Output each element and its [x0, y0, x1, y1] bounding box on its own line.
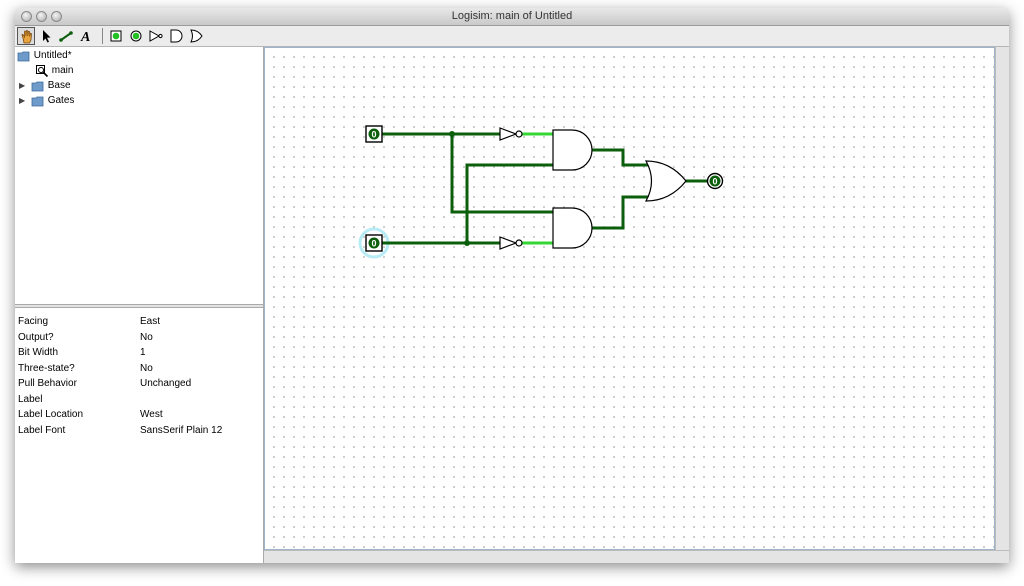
circuit-magnifier-icon: [36, 65, 49, 78]
hand-icon: [21, 30, 32, 44]
wiring-tool-button[interactable]: [57, 27, 75, 45]
toolbar: A: [15, 26, 1009, 47]
or-gate-tool-button[interactable]: [187, 27, 205, 45]
vertical-scrollbar[interactable]: [995, 47, 1009, 550]
left-pane: Untitled* main ▶ Base ▶: [15, 47, 264, 563]
horizontal-scrollbar[interactable]: [264, 550, 1009, 563]
tree-item-label: Base: [47, 80, 71, 91]
attr-value[interactable]: SansSerif Plain 12: [140, 425, 223, 436]
poke-tool-button[interactable]: [17, 27, 35, 45]
attr-name: Output?: [18, 332, 54, 343]
window-title: Logisim: main of Untitled: [451, 10, 573, 22]
attr-value[interactable]: East: [140, 316, 161, 327]
close-window-button[interactable]: [21, 11, 32, 22]
not-gate-2[interactable]: [499, 236, 523, 250]
wire-icon: [59, 31, 73, 42]
attr-row-bit-width[interactable]: Bit Width 1: [15, 345, 263, 360]
wires: [380, 132, 710, 245]
tree-item-main[interactable]: main: [35, 64, 73, 78]
project-explorer: Untitled* main ▶ Base ▶: [15, 47, 263, 304]
tree-item-project[interactable]: Untitled*: [17, 49, 72, 63]
folder-icon: [31, 81, 44, 92]
attribute-table: Facing East Output? No Bit Width 1 Three…: [15, 308, 263, 563]
circuit-canvas[interactable]: 0 0: [264, 47, 995, 550]
title-bar: Logisim: main of Untitled: [15, 8, 1009, 26]
pane-splitter[interactable]: [15, 304, 263, 308]
not-gate-tool-button[interactable]: [147, 27, 165, 45]
attr-name: Label: [18, 394, 43, 405]
minimize-window-button[interactable]: [36, 11, 47, 22]
input-a-value: 0: [371, 130, 376, 140]
attr-name: Bit Width: [18, 347, 59, 358]
attr-row-label[interactable]: Label: [15, 392, 263, 407]
expand-arrow-icon[interactable]: ▶: [19, 96, 26, 105]
wire-and1-to-or: [590, 148, 653, 167]
attr-row-facing[interactable]: Facing East: [15, 314, 263, 329]
output-value: 0: [712, 177, 717, 187]
folder-icon: [17, 51, 30, 62]
wire-a-to-and2: [380, 132, 555, 214]
output-pin-tool-button[interactable]: [127, 27, 145, 45]
svg-text:A: A: [80, 30, 90, 44]
text-icon: A: [80, 30, 90, 44]
attr-value[interactable]: 1: [140, 347, 146, 358]
toolbar-separator: [102, 28, 103, 44]
output-pin-icon: [130, 30, 142, 42]
folder-icon: [31, 96, 44, 107]
tree-item-gates[interactable]: ▶ Gates: [19, 94, 74, 108]
wire-and2-to-or: [590, 195, 653, 230]
and-gate-1[interactable]: [552, 129, 593, 171]
logisim-window: Logisim: main of Untitled A: [15, 8, 1009, 563]
text-tool-button[interactable]: A: [77, 27, 95, 45]
attr-name: Facing: [18, 316, 49, 327]
input-pin-icon: [110, 30, 122, 42]
or-gate-icon: [190, 29, 203, 43]
junction-dot: [449, 131, 455, 137]
attr-value[interactable]: No: [140, 332, 153, 343]
input-pin-b[interactable]: 0: [365, 234, 383, 252]
input-b-value: 0: [371, 239, 376, 249]
circuit-drawing: 0 0: [358, 125, 724, 259]
output-pin[interactable]: 0: [706, 172, 724, 190]
attr-value[interactable]: West: [140, 409, 163, 420]
tree-item-label: Gates: [47, 95, 75, 106]
input-pin-tool-button[interactable]: [107, 27, 125, 45]
attr-name: Pull Behavior: [18, 378, 77, 389]
not-gate-icon: [149, 30, 163, 42]
and-gate-icon: [170, 29, 183, 43]
attr-name: Label Location: [18, 409, 84, 420]
attr-value[interactable]: No: [140, 363, 153, 374]
and-gate-tool-button[interactable]: [167, 27, 185, 45]
tree-item-label: main: [51, 65, 74, 76]
zoom-window-button[interactable]: [51, 11, 62, 22]
attr-value[interactable]: Unchanged: [140, 378, 192, 389]
canvas-area: 0 0: [264, 47, 1009, 563]
or-gate[interactable]: [644, 160, 687, 202]
attr-row-pull-behavior[interactable]: Pull Behavior Unchanged: [15, 376, 263, 391]
attr-row-label-font[interactable]: Label Font SansSerif Plain 12: [15, 423, 263, 438]
tree-item-base[interactable]: ▶ Base: [19, 79, 71, 93]
attr-row-three-state[interactable]: Three-state? No: [15, 361, 263, 376]
attr-row-output[interactable]: Output? No: [15, 330, 263, 345]
expand-arrow-icon[interactable]: ▶: [19, 81, 26, 90]
attr-name: Three-state?: [18, 363, 75, 374]
project-name: Untitled*: [33, 50, 72, 61]
select-tool-button[interactable]: [37, 27, 55, 45]
junction-dot: [464, 240, 470, 246]
not-gate-1[interactable]: [499, 127, 523, 141]
arrow-icon: [43, 30, 51, 43]
attr-name: Label Font: [18, 425, 66, 436]
and-gate-2[interactable]: [552, 207, 593, 249]
attr-row-label-location[interactable]: Label Location West: [15, 407, 263, 422]
wire-b-to-and1: [380, 163, 555, 245]
input-pin-a[interactable]: 0: [365, 125, 383, 143]
